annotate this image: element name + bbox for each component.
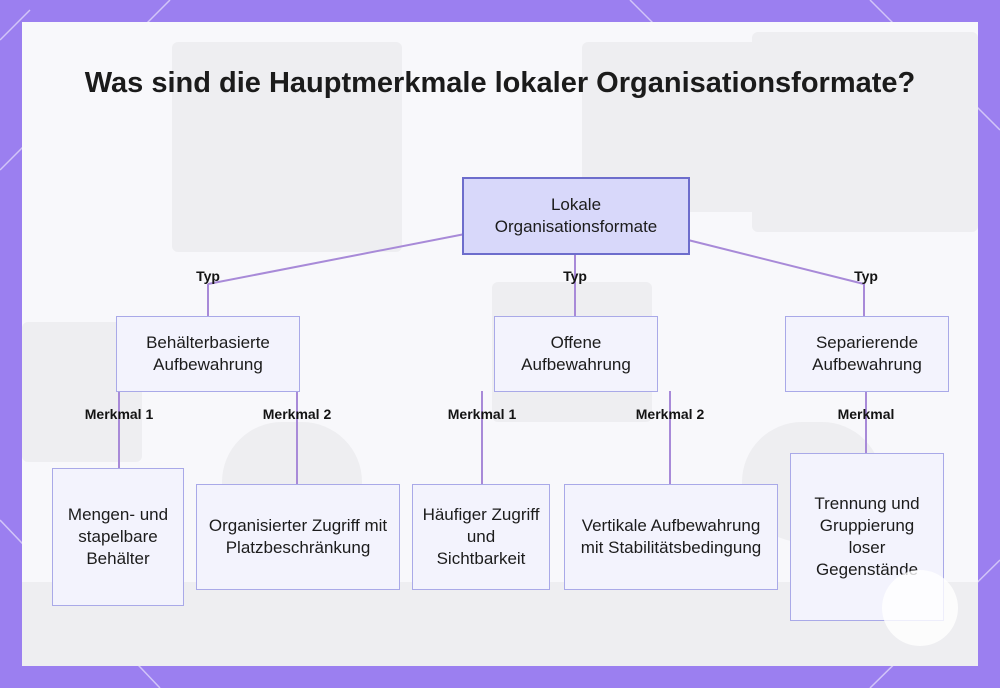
root-node-label: Lokale Organisationsformate [472, 194, 680, 238]
feature-node-sichtbarkeit: Häufiger Zugriff und Sichtbarkeit [412, 484, 550, 590]
feature-node-label: Trennung und Gruppierung loser Gegenstän… [799, 493, 935, 581]
connector-root-type-1 [208, 234, 465, 284]
type-node-label: Separierende Aufbewahrung [794, 332, 940, 376]
type-node-label: Offene Aufbewahrung [503, 332, 649, 376]
edge-label-typ-2: Typ [563, 268, 587, 284]
feature-node-platz: Organisierter Zugriff mit Platzbeschränk… [196, 484, 400, 590]
feature-node-stapelbar: Mengen- und stapelbare Behälter [52, 468, 184, 606]
edge-label-typ-1: Typ [196, 268, 220, 284]
type-node-label: Behälterbasierte Aufbewahrung [125, 332, 291, 376]
feature-node-vertikal: Vertikale Aufbewahrung mit Stabilitätsbe… [564, 484, 778, 590]
edge-label-merkmal-1-a: Merkmal 1 [85, 406, 153, 422]
type-node-offen: Offene Aufbewahrung [494, 316, 658, 392]
edge-label-merkmal-2-a: Merkmal 2 [263, 406, 331, 422]
feature-node-label: Vertikale Aufbewahrung mit Stabilitätsbe… [573, 515, 769, 559]
root-node: Lokale Organisationsformate [462, 177, 690, 255]
type-node-behaelter: Behälterbasierte Aufbewahrung [116, 316, 300, 392]
diagram-card: Was sind die Hauptmerkmale lokaler Organ… [22, 22, 978, 666]
watermark-badge [882, 570, 958, 646]
edge-label-typ-3: Typ [854, 268, 878, 284]
feature-node-label: Mengen- und stapelbare Behälter [61, 504, 175, 570]
edge-label-merkmal: Merkmal [838, 406, 895, 422]
feature-node-label: Organisierter Zugriff mit Platzbeschränk… [205, 515, 391, 559]
edge-label-merkmal-2-b: Merkmal 2 [636, 406, 704, 422]
feature-node-label: Häufiger Zugriff und Sichtbarkeit [421, 504, 541, 570]
connector-root-type-3 [688, 240, 864, 284]
edge-label-merkmal-1-b: Merkmal 1 [448, 406, 516, 422]
type-node-separierend: Separierende Aufbewahrung [785, 316, 949, 392]
